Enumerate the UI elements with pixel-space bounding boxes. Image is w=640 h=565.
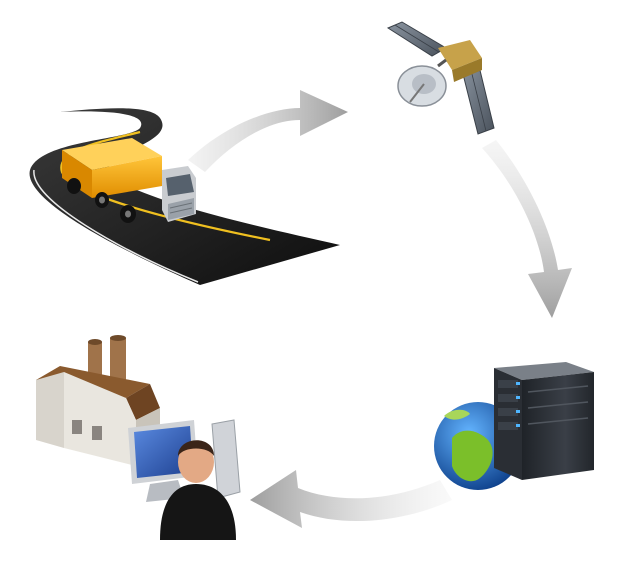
arrow-server-to-office <box>250 470 452 528</box>
server-drive-bays <box>498 380 520 430</box>
arrow-truck-to-satellite <box>188 90 348 172</box>
factory-and-computer-user-icon <box>36 335 241 540</box>
arrow-satellite-to-server <box>482 140 572 318</box>
satellite-icon <box>386 21 495 135</box>
server-with-globe-icon <box>434 362 594 490</box>
truck-on-road-icon <box>29 108 340 286</box>
